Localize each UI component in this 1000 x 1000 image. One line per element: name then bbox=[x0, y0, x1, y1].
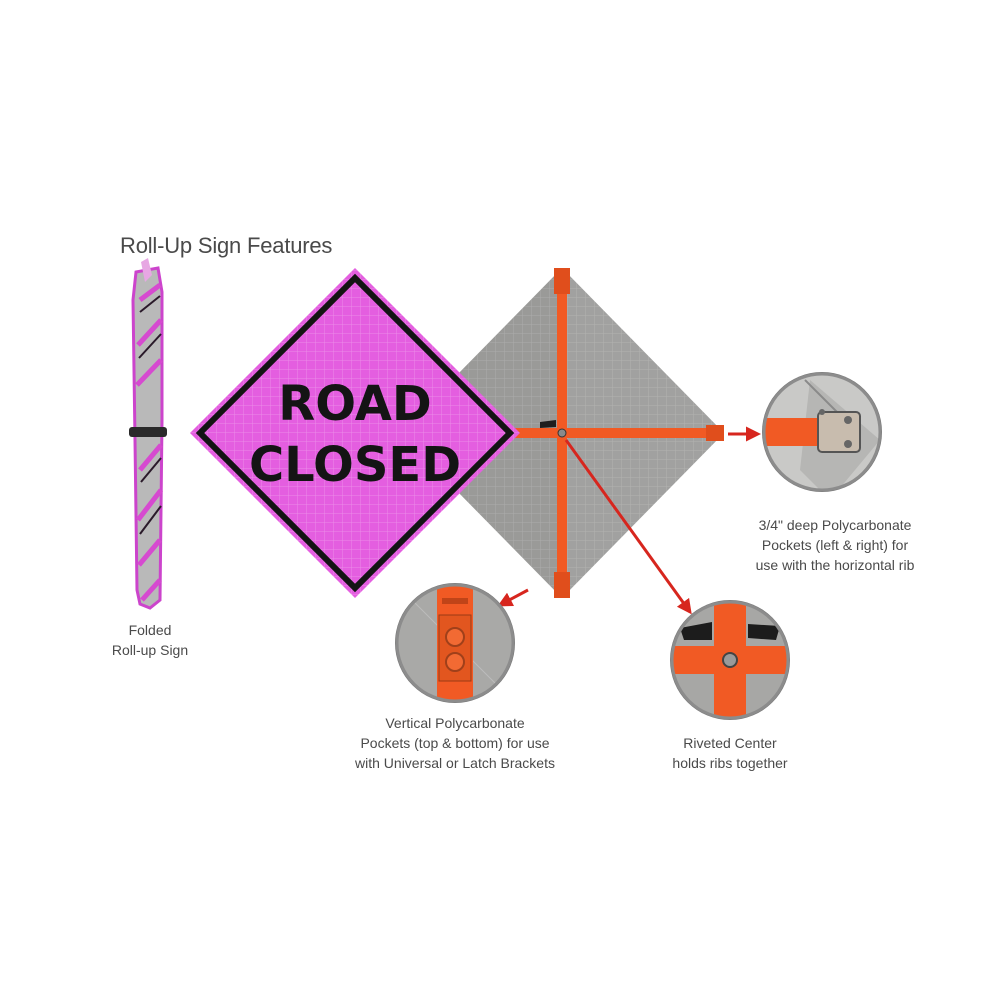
sign-text-line2: CLOSED bbox=[249, 437, 461, 493]
page-title: Roll-Up Sign Features bbox=[120, 233, 333, 258]
caption-riveted-center: Riveted Center holds ribs together bbox=[672, 735, 788, 771]
caption-folded-sign: Folded Roll-up Sign bbox=[111, 622, 189, 658]
callout-riveted-center bbox=[670, 600, 790, 720]
caption-deep-pockets: 3/4" deep Polycarbonate Pockets (left & … bbox=[755, 517, 915, 573]
folded-roll-up-sign bbox=[129, 258, 167, 610]
road-closed-sign: ROAD CLOSED bbox=[190, 268, 520, 598]
callout-vertical-pocket bbox=[395, 583, 515, 703]
arrow-to-vertical-pocket bbox=[497, 588, 529, 607]
callout-arrows bbox=[497, 426, 761, 615]
sign-text-line1: ROAD bbox=[278, 376, 431, 432]
caption-vertical-pockets: Vertical Polycarbonate Pockets (top & bo… bbox=[355, 715, 555, 771]
arrow-to-riveted-center bbox=[564, 439, 692, 615]
sign-back bbox=[400, 268, 724, 598]
callout-side-pocket bbox=[762, 372, 882, 492]
